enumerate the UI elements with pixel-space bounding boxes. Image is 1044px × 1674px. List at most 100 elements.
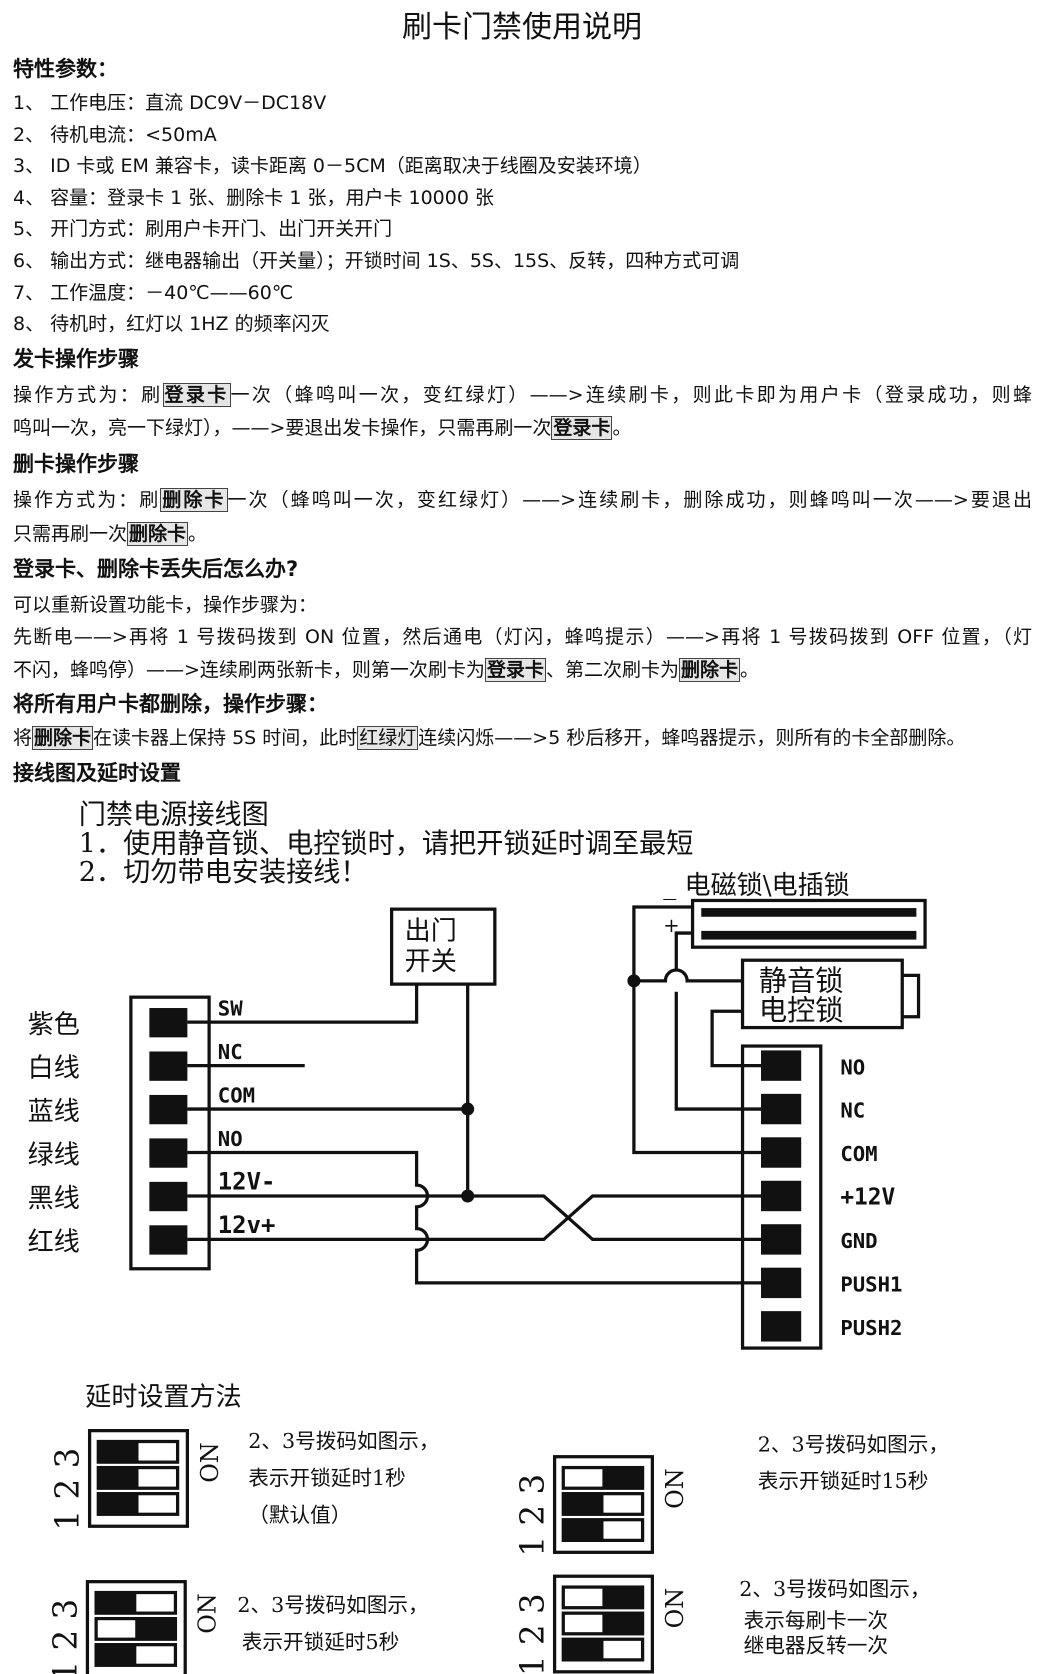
right-connector bbox=[740, 1044, 823, 1350]
junctions bbox=[461, 908, 917, 1203]
feature-item: 6、 输出方式：继电器输出（开关量）；开锁时间 1S、5S、15S、反转，四种方… bbox=[13, 250, 740, 272]
wire-color-label: 蓝线 bbox=[28, 1097, 80, 1127]
dip-lever-3 bbox=[96, 1592, 137, 1614]
wire-maglock-com bbox=[632, 905, 762, 1155]
diagram-note: 2．切勿带电安装接线！ bbox=[79, 857, 368, 888]
pin-label: GND bbox=[840, 1229, 877, 1253]
feature-item: 7、 工作温度：－40℃——60℃ bbox=[13, 282, 294, 304]
lost-line: 先断电——>再将 1 号拨码拨到 ON 位置，然后通电（灯闪，蜂鸣提示）——>再… bbox=[13, 626, 1032, 648]
pin-block bbox=[149, 1181, 188, 1212]
feature-item: 3、 ID 卡或 EM 兼容卡，读卡距离 0－5CM（距离取决于线圈及安装环境） bbox=[13, 155, 652, 177]
setting-text: 2、3号拨码如图示， bbox=[248, 1429, 439, 1453]
junction-dot bbox=[461, 1189, 475, 1203]
text: 将 bbox=[13, 727, 33, 749]
wire-color-label: 白线 bbox=[28, 1053, 80, 1083]
pin-block bbox=[149, 1225, 188, 1255]
text: 操作方式为：刷 bbox=[13, 489, 161, 511]
diagram-title: 门禁电源接线图 bbox=[79, 799, 269, 830]
clear-heading: 将所有用户卡都删除，操作步骤： bbox=[13, 692, 328, 716]
pin-label: NO bbox=[840, 1055, 865, 1079]
highlight-red-green-light: 红绿灯 bbox=[357, 726, 419, 750]
pin-block bbox=[761, 1267, 802, 1299]
text: 连续闪烁——>5 秒后移开，蜂鸣器提示，则所有的卡全部删除。 bbox=[418, 727, 966, 749]
text: 一次（蜂鸣叫一次，变红绿灯）——>连续刷卡，删除成功，则蜂鸣叫一次——>要退出 bbox=[227, 489, 1032, 511]
silent-lock-box bbox=[740, 958, 904, 1030]
pin-block bbox=[761, 1180, 802, 1212]
pin-block bbox=[149, 1138, 188, 1168]
dip-switch-body bbox=[87, 1429, 190, 1528]
left-pin-labels: SW NC COM NO 12V- 12v+ bbox=[218, 997, 276, 1239]
delay-setting-texts: 2、3号拨码如图示， 表示开锁延时1秒 （默认值） 2、3号拨码如图示， 表示开… bbox=[237, 1429, 949, 1657]
pin-label: 12V- bbox=[218, 1167, 276, 1195]
dip-lever-2 bbox=[563, 1493, 604, 1515]
left-connector bbox=[129, 995, 211, 1271]
diagram-note: 1．使用静音锁、电控锁时，请把开锁延时调至最短 bbox=[79, 829, 694, 860]
highlight-delete-card: 删除卡 bbox=[160, 488, 228, 512]
on-label: ON bbox=[196, 1442, 224, 1483]
setting-text: 表示开锁延时15秒 bbox=[758, 1469, 929, 1493]
on-label: ON bbox=[661, 1588, 689, 1629]
text: 。 bbox=[739, 659, 759, 681]
text: 一次（蜂鸣叫一次，变红绿灯）——>连续刷卡，则此卡即为用户卡（登录成功，则蜂 bbox=[230, 384, 1032, 406]
setting-text: （默认值） bbox=[248, 1503, 351, 1527]
pin-label: NC bbox=[218, 1040, 243, 1064]
setting-text: 2、3号拨码如图示， bbox=[739, 1577, 930, 1601]
lost-line: 不闪，蜂鸣停）——>连续刷两张新卡，则第一次刷卡为登录卡、第二次刷卡为删除卡。 bbox=[13, 655, 1032, 685]
pin-label: PUSH2 bbox=[840, 1316, 902, 1340]
silent-lock-bracket bbox=[902, 973, 921, 1019]
feature-item: 4、 容量：登录卡 1 张、删除卡 1 张，用户卡 10000 张 bbox=[13, 187, 494, 209]
feature-item: 1、 工作电压：直流 DC9V－DC18V bbox=[13, 92, 327, 114]
issue-heading: 发卡操作步骤 bbox=[13, 347, 139, 371]
pin-label: COM bbox=[840, 1142, 877, 1166]
text: 不闪，蜂鸣停）——>连续刷两张新卡，则第一次刷卡为 bbox=[13, 659, 485, 681]
remove-heading: 删卡操作步骤 bbox=[13, 452, 139, 476]
wire-color-label: 黑线 bbox=[28, 1184, 80, 1214]
wire-12v-plus bbox=[187, 1194, 762, 1242]
right-pin-labels: NO NC COM +12V GND PUSH1 PUSH2 bbox=[840, 1055, 902, 1340]
issue-line: 鸣叫一次，亮一下绿灯），——>要退出发卡操作，只需再刷一次登录卡。 bbox=[13, 413, 1032, 443]
remove-line: 操作方式为：刷删除卡一次（蜂鸣叫一次，变红绿灯）——>连续刷卡，删除成功，则蜂鸣… bbox=[13, 485, 1032, 515]
lost-line: 可以重新设置功能卡，操作步骤为： bbox=[13, 594, 318, 616]
dip-lever-2 bbox=[135, 1618, 176, 1640]
wiring-heading: 接线图及延时设置 bbox=[13, 761, 181, 785]
delay-heading: 延时设置方法 bbox=[85, 1383, 241, 1413]
exit-button-box bbox=[390, 907, 497, 986]
pin-block bbox=[149, 1008, 188, 1038]
clear-line: 将删除卡在读卡器上保持 5S 时间，此时红绿灯连续闪烁——>5 秒后移开，蜂鸣器… bbox=[13, 723, 1032, 753]
wiring-diagram: 门禁电源接线图 1．使用静音锁、电控锁时，请把开锁延时调至最短 2．切勿带电安装… bbox=[28, 799, 949, 1674]
dip-switch-body bbox=[552, 1455, 654, 1554]
exit-button-label: 出门 bbox=[405, 917, 457, 947]
highlight-delete-card: 删除卡 bbox=[127, 522, 189, 546]
text: 操作方式为：刷 bbox=[13, 384, 163, 406]
dip-lever-1 bbox=[563, 1639, 604, 1660]
pin-label: 12v+ bbox=[218, 1211, 276, 1239]
setting-text: 表示每刷卡一次 bbox=[744, 1608, 888, 1632]
pin-block bbox=[761, 1311, 802, 1342]
text: 在读卡器上保持 5S 时间，此时 bbox=[93, 727, 358, 749]
silent-lock-label: 电控锁 bbox=[759, 994, 844, 1027]
wire-color-label: 红线 bbox=[28, 1227, 80, 1257]
setting-text: 2、3号拨码如图示， bbox=[758, 1432, 949, 1456]
left-wire-colors: 紫色 白线 蓝线 绿线 黑线 红线 bbox=[28, 1010, 80, 1257]
text: 。 bbox=[612, 417, 632, 439]
features-heading: 特性参数： bbox=[13, 57, 118, 81]
highlight-delete-card: 删除卡 bbox=[32, 726, 94, 750]
highlight-delete-card: 删除卡 bbox=[678, 658, 740, 682]
wire-maglock-nc bbox=[674, 931, 762, 1111]
feature-item: 5、 开门方式：刷用户卡开门、出门开关开门 bbox=[13, 218, 393, 240]
dip-lever-1 bbox=[96, 1644, 137, 1666]
pin-block bbox=[761, 1093, 802, 1125]
silent-lock-label: 静音锁 bbox=[759, 965, 844, 998]
left-pin-blocks bbox=[149, 1008, 188, 1255]
pin-label: PUSH1 bbox=[840, 1273, 902, 1297]
switch-numbers: 1 2 3 bbox=[514, 1474, 552, 1557]
wire-sw bbox=[187, 984, 419, 1024]
plus-sign: + bbox=[663, 914, 679, 937]
wire-silent-lock-no bbox=[710, 1009, 762, 1068]
remove-line: 只需再刷一次删除卡。 bbox=[13, 519, 1032, 549]
setting-text: 2、3号拨码如图示， bbox=[237, 1593, 428, 1617]
